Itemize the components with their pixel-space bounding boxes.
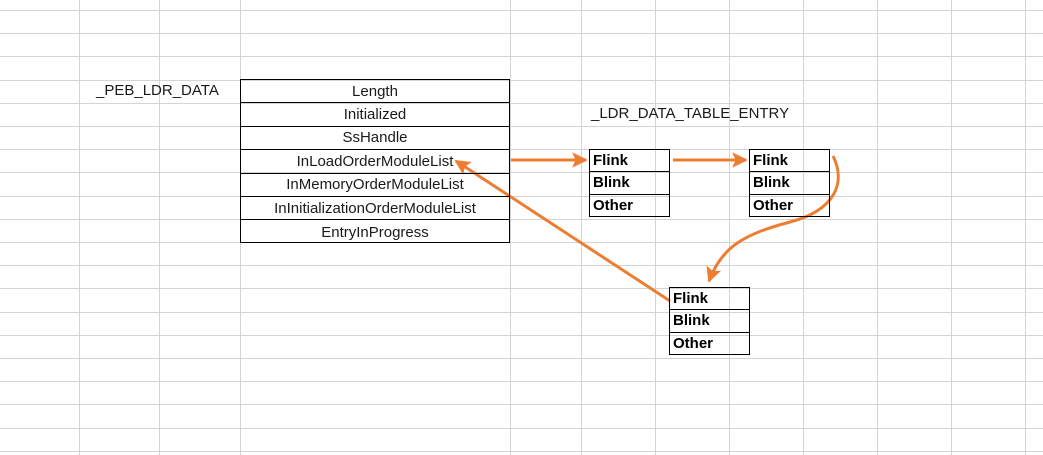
- peb-field-sshandle: SsHandle: [241, 127, 509, 151]
- grid-line-vertical: [803, 0, 804, 455]
- grid-line-vertical: [877, 0, 878, 455]
- grid-line-vertical: [79, 0, 80, 455]
- grid-line-horizontal: [0, 265, 1043, 266]
- grid-line-vertical: [510, 0, 511, 455]
- peb-field-initialized: Initialized: [241, 103, 509, 127]
- grid-line-horizontal: [0, 404, 1043, 405]
- entry3-field-flink: Flink: [670, 288, 749, 311]
- grid-line-horizontal: [0, 80, 1043, 81]
- grid-line-horizontal: [0, 219, 1043, 220]
- ldr-entry-box-1: Flink Blink Other: [589, 149, 670, 217]
- ldr-entry-struct-label: _LDR_DATA_TABLE_ENTRY: [591, 105, 790, 122]
- grid-line-horizontal: [0, 126, 1043, 127]
- grid-line-horizontal: [0, 242, 1043, 243]
- grid-line-horizontal: [0, 451, 1043, 452]
- entry3-field-other: Other: [673, 335, 714, 353]
- entry2-field-blink: Blink: [750, 172, 829, 195]
- grid-line-horizontal: [0, 56, 1043, 57]
- grid-line-horizontal: [0, 10, 1043, 11]
- entry3-field-blink: Blink: [670, 310, 749, 333]
- grid-line-horizontal: [0, 172, 1043, 173]
- grid-line-horizontal: [0, 149, 1043, 150]
- grid-line-vertical: [655, 0, 656, 455]
- grid-line-horizontal: [0, 103, 1043, 104]
- grid-line-vertical: [1025, 0, 1026, 455]
- grid-line-horizontal: [0, 288, 1043, 289]
- peb-field-entryinprogress: EntryInProgress: [321, 223, 429, 241]
- peb-field-inmemoryordermodulelist: InMemoryOrderModuleList: [241, 174, 509, 197]
- ldr-entry-box-2: Flink Blink Other: [749, 149, 830, 217]
- grid-line-horizontal: [0, 358, 1043, 359]
- grid-line-vertical: [159, 0, 160, 455]
- grid-line-vertical: [951, 0, 952, 455]
- peb-field-length: Length: [241, 80, 509, 104]
- peb-field-ininitializationordermodulelist: InInitializationOrderModuleList: [241, 197, 509, 221]
- peb-struct-label: _PEB_LDR_DATA: [96, 82, 219, 99]
- grid-line-horizontal: [0, 33, 1043, 34]
- entry1-field-flink: Flink: [590, 150, 669, 173]
- grid-line-horizontal: [0, 335, 1043, 336]
- entry2-field-other: Other: [753, 197, 794, 215]
- peb-field-inloadordermodulelist: InLoadOrderModuleList: [241, 150, 509, 174]
- grid-line-horizontal: [0, 312, 1043, 313]
- entry1-field-blink: Blink: [590, 172, 669, 195]
- entry1-field-other: Other: [593, 197, 634, 215]
- grid-line-vertical: [581, 0, 582, 455]
- grid-line-vertical: [729, 0, 730, 455]
- grid-line-horizontal: [0, 428, 1043, 429]
- ldr-entry-box-3: Flink Blink Other: [669, 287, 750, 355]
- grid-line-horizontal: [0, 196, 1043, 197]
- entry2-field-flink: Flink: [750, 150, 829, 173]
- grid-line-horizontal: [0, 381, 1043, 382]
- peb-ldr-data-table: Length Initialized SsHandle InLoadOrderM…: [240, 79, 510, 243]
